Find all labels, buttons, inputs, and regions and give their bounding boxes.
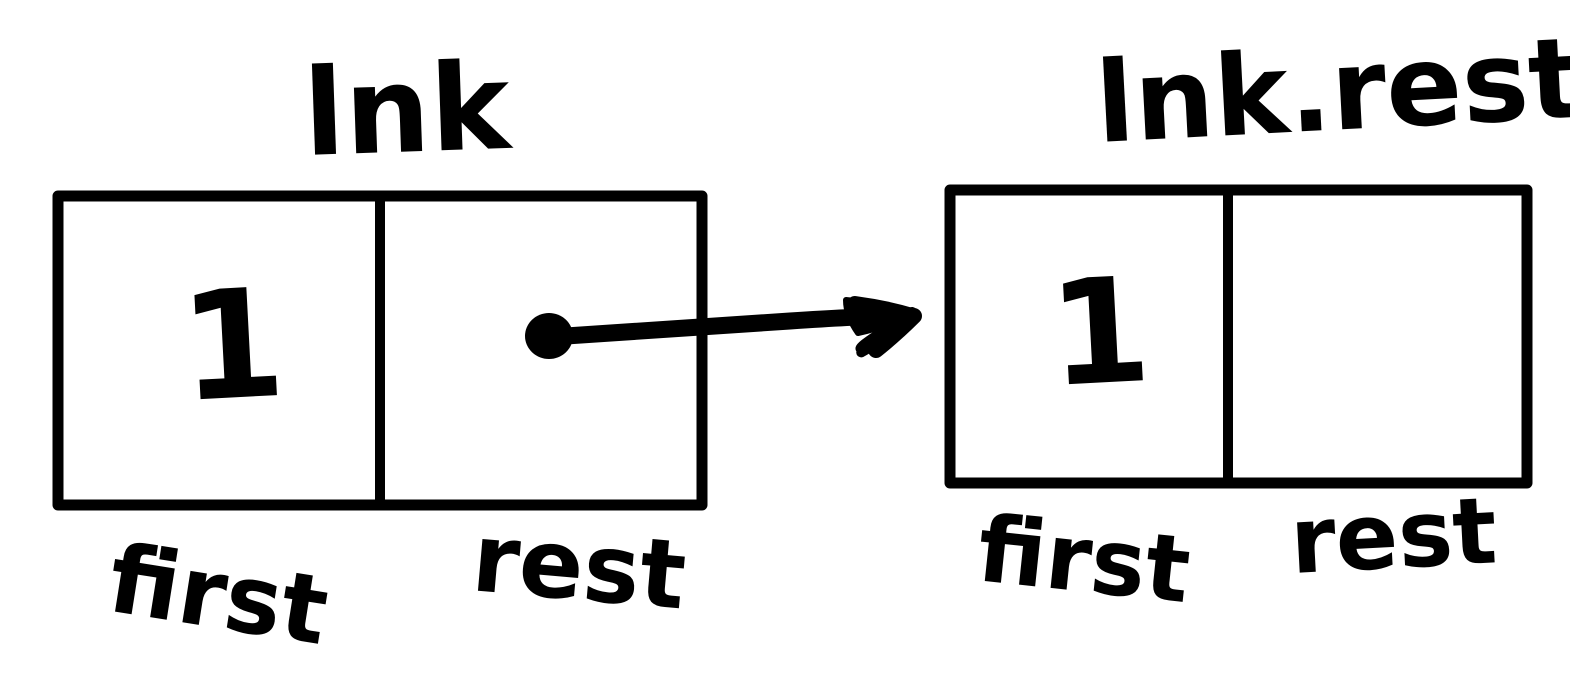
arrow-head-upper-stroke [847, 296, 920, 324]
node-lnk-label-first: first [101, 524, 335, 667]
node-lnk-rest-title: lnk.rest [1093, 14, 1570, 169]
node-lnk[interactable]: lnk 1 first rest [52, 38, 708, 667]
node-lnk-label-rest: rest [468, 503, 690, 631]
node-lnk-first-value: 1 [176, 257, 289, 436]
pointer-arrow[interactable] [525, 296, 922, 359]
node-lnk-title: lnk [301, 38, 515, 184]
node-lnk-rest-label-rest: rest [1288, 477, 1500, 595]
node-lnk-rest-first-value: 1 [1045, 246, 1155, 420]
node-lnk-cell-first[interactable]: 1 [176, 257, 289, 436]
node-lnk-rest[interactable]: lnk.rest 1 first rest [944, 14, 1570, 624]
node-lnk-rest-cell-first[interactable]: 1 [1045, 246, 1155, 420]
node-lnk-rest-box [944, 184, 1533, 489]
pointer-origin-dot [525, 313, 573, 359]
node-lnk-rest-label-first: first [973, 495, 1195, 624]
